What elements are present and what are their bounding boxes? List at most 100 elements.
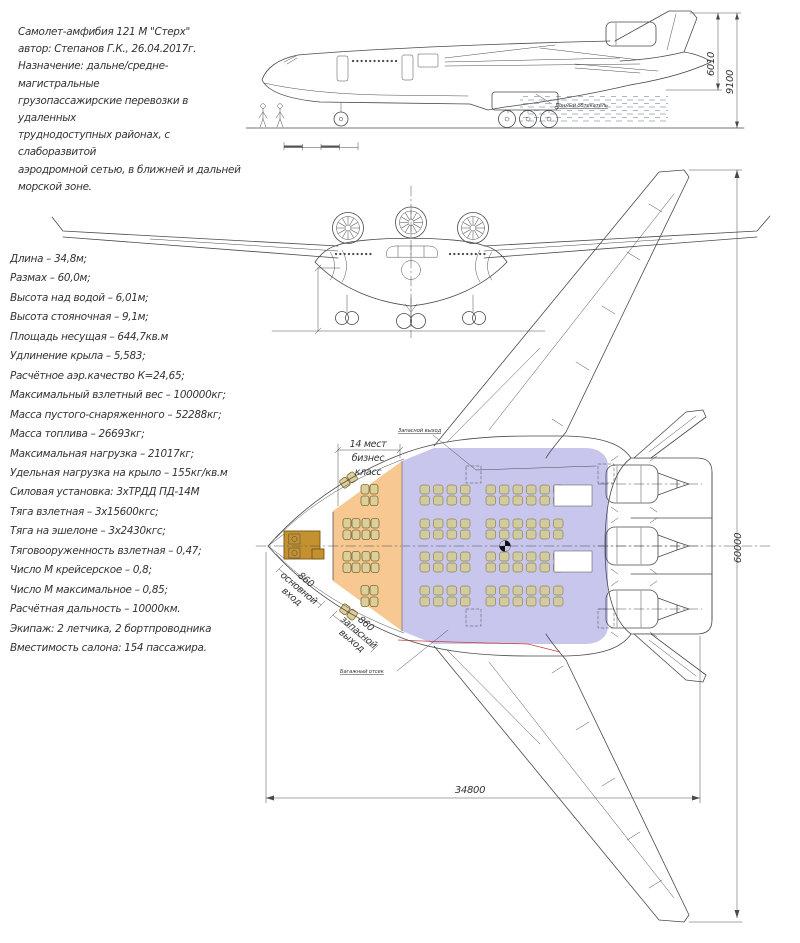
spec-line: Экипаж: 2 летчика, 2 бортпроводника (10, 622, 212, 635)
exit-dim: 860 запасной выход (329, 610, 379, 655)
front-small-dim (314, 264, 341, 335)
seat (553, 596, 564, 607)
seat (369, 495, 379, 506)
plan-view: Запасной выход Багажный отсек 14 мест би… (255, 169, 771, 923)
title-line: грузопассажирские перевозки в удаленных (18, 94, 189, 125)
main-wheel (498, 110, 516, 128)
chine-line (263, 82, 469, 97)
cg-symbol (499, 540, 511, 552)
front-wheel (472, 311, 486, 325)
seat (446, 529, 457, 540)
seat (419, 585, 430, 596)
seat (512, 596, 523, 607)
spec-line: Силовая установка: 3хТРДД ПД-14М (10, 486, 200, 499)
seat (361, 518, 371, 529)
seat (526, 484, 537, 495)
seat (485, 518, 496, 529)
seat (539, 596, 550, 607)
side-intake-arcs (329, 249, 493, 283)
wheel-hub (546, 116, 552, 122)
seat (460, 495, 471, 506)
cockpit-windows-front (386, 245, 438, 258)
galley-block (553, 484, 593, 507)
water-hatching (520, 95, 668, 124)
seat (342, 518, 352, 529)
seat (553, 518, 564, 529)
galley-block (553, 550, 593, 573)
seat (526, 562, 537, 573)
front-view (51, 185, 771, 339)
wheel-hub (338, 116, 344, 122)
spec-line: Число М крейсерское – 0,8; (10, 564, 152, 577)
scale-bar (283, 142, 359, 151)
seat (370, 518, 380, 529)
spec-line: Удлинение крыла – 5,583; (10, 350, 146, 363)
tail-cone (629, 51, 712, 86)
seat (485, 484, 496, 495)
dim-height-parking: 9100 (725, 70, 736, 94)
seat (460, 551, 471, 562)
emergency-exit-hatch (465, 608, 482, 627)
pilot-seat (288, 547, 301, 559)
spec-line: Максимальная нагрузка – 21017кг; (10, 447, 194, 460)
seat (433, 484, 444, 495)
seat (499, 585, 510, 596)
seat (419, 551, 430, 562)
seat (512, 529, 523, 540)
seat (370, 562, 380, 573)
seat (342, 551, 352, 562)
spec-line: Число М максимальное – 0,85; (10, 583, 168, 596)
seat (361, 551, 371, 562)
seat (446, 518, 457, 529)
seat (433, 551, 444, 562)
main-wheel (540, 110, 558, 128)
seat (419, 518, 430, 529)
seat (553, 529, 564, 540)
gear-fairing (491, 91, 559, 111)
engine-fan (457, 212, 489, 244)
seat (499, 551, 510, 562)
seat (360, 596, 370, 607)
title-line: труднодоступных районах, с слаборазвитой (18, 129, 170, 159)
front-gear-struts (346, 294, 474, 317)
engine-nacelle-side (605, 21, 657, 47)
spec-line: Длина – 34,8м; (10, 253, 87, 265)
seat (539, 495, 550, 506)
seat (446, 596, 457, 607)
seat (512, 484, 523, 495)
seat (499, 518, 510, 529)
seat (446, 495, 457, 506)
seat (460, 484, 471, 495)
front-wheel (335, 311, 349, 325)
emergency-exit-hatch (597, 608, 615, 629)
dim-height-over-water: 6010 (706, 52, 717, 76)
fairing-leader (535, 93, 553, 105)
seat (539, 585, 550, 596)
spec-line: Тяговооруженность взлетная – 0,47; (10, 544, 202, 557)
exit-note-leader (432, 434, 597, 471)
windshield (283, 55, 298, 65)
door-front (336, 55, 349, 82)
seat (485, 562, 496, 573)
seat (499, 495, 510, 506)
title-block: Самолет-амфибия 121 М "Стерх" автор: Сте… (18, 24, 248, 196)
seat (360, 585, 370, 596)
baggage-leader (396, 629, 449, 672)
seat (526, 495, 537, 506)
seat (460, 529, 471, 540)
seat (512, 551, 523, 562)
person-figure (275, 103, 285, 128)
seat (512, 585, 523, 596)
seat (342, 529, 352, 540)
seat (446, 585, 457, 596)
spec-line: Расчётное аэр.качество К=24,65; (10, 369, 185, 382)
seat (499, 484, 510, 495)
entrance-dim: 860 основной вход (275, 564, 326, 609)
spec-line: Удельная нагрузка на крыло – 155кг/кв.м (10, 466, 228, 479)
spec-line: Тяга взлетная – 3х15600кгс; (10, 505, 159, 518)
nose-dome (401, 260, 421, 280)
seat (351, 529, 361, 540)
fairing-note: Донный обтекатель (554, 103, 608, 109)
front-wheel (462, 311, 476, 325)
